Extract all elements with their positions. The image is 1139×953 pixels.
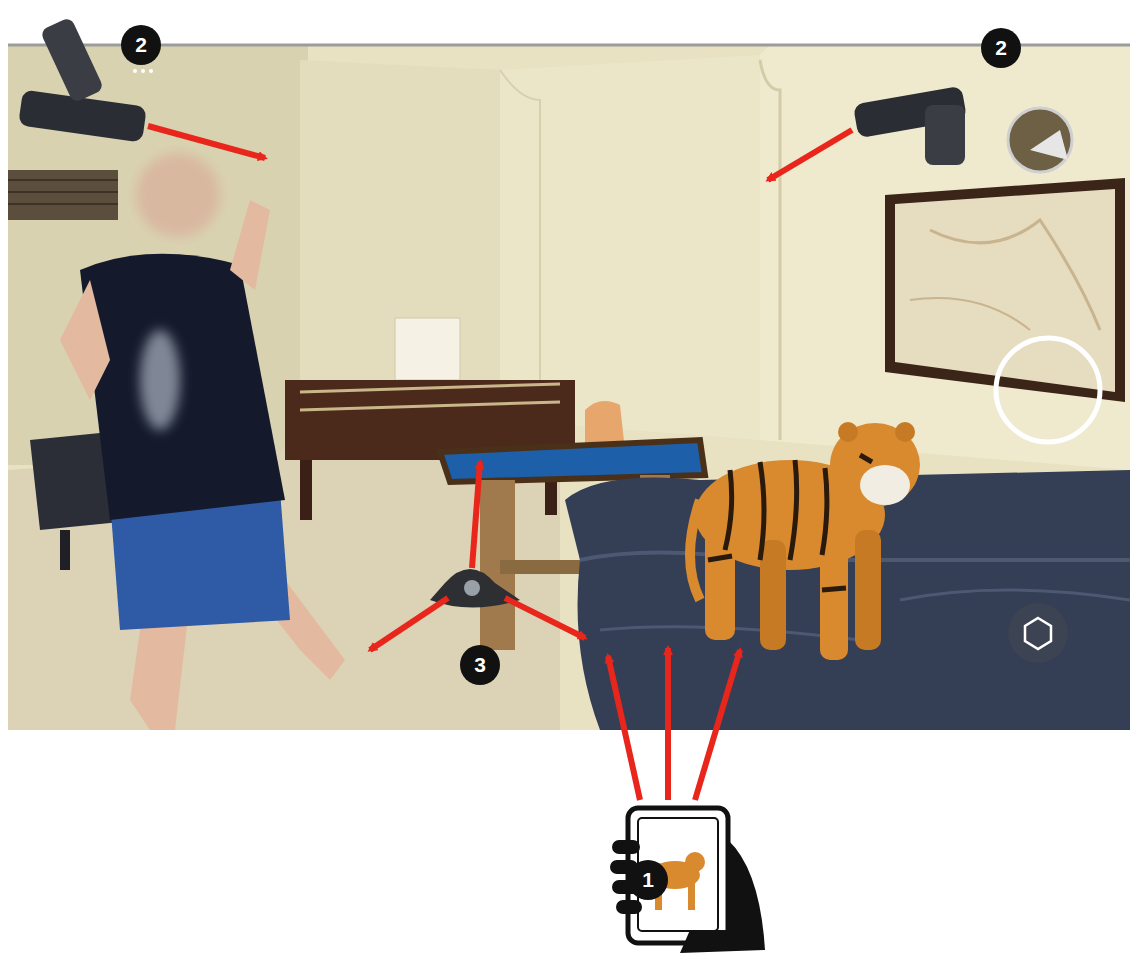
callout-number: 3	[460, 645, 500, 685]
callout-number: 1	[628, 860, 668, 900]
callout-number: 2	[981, 28, 1021, 68]
callout-number: 2	[121, 25, 161, 65]
